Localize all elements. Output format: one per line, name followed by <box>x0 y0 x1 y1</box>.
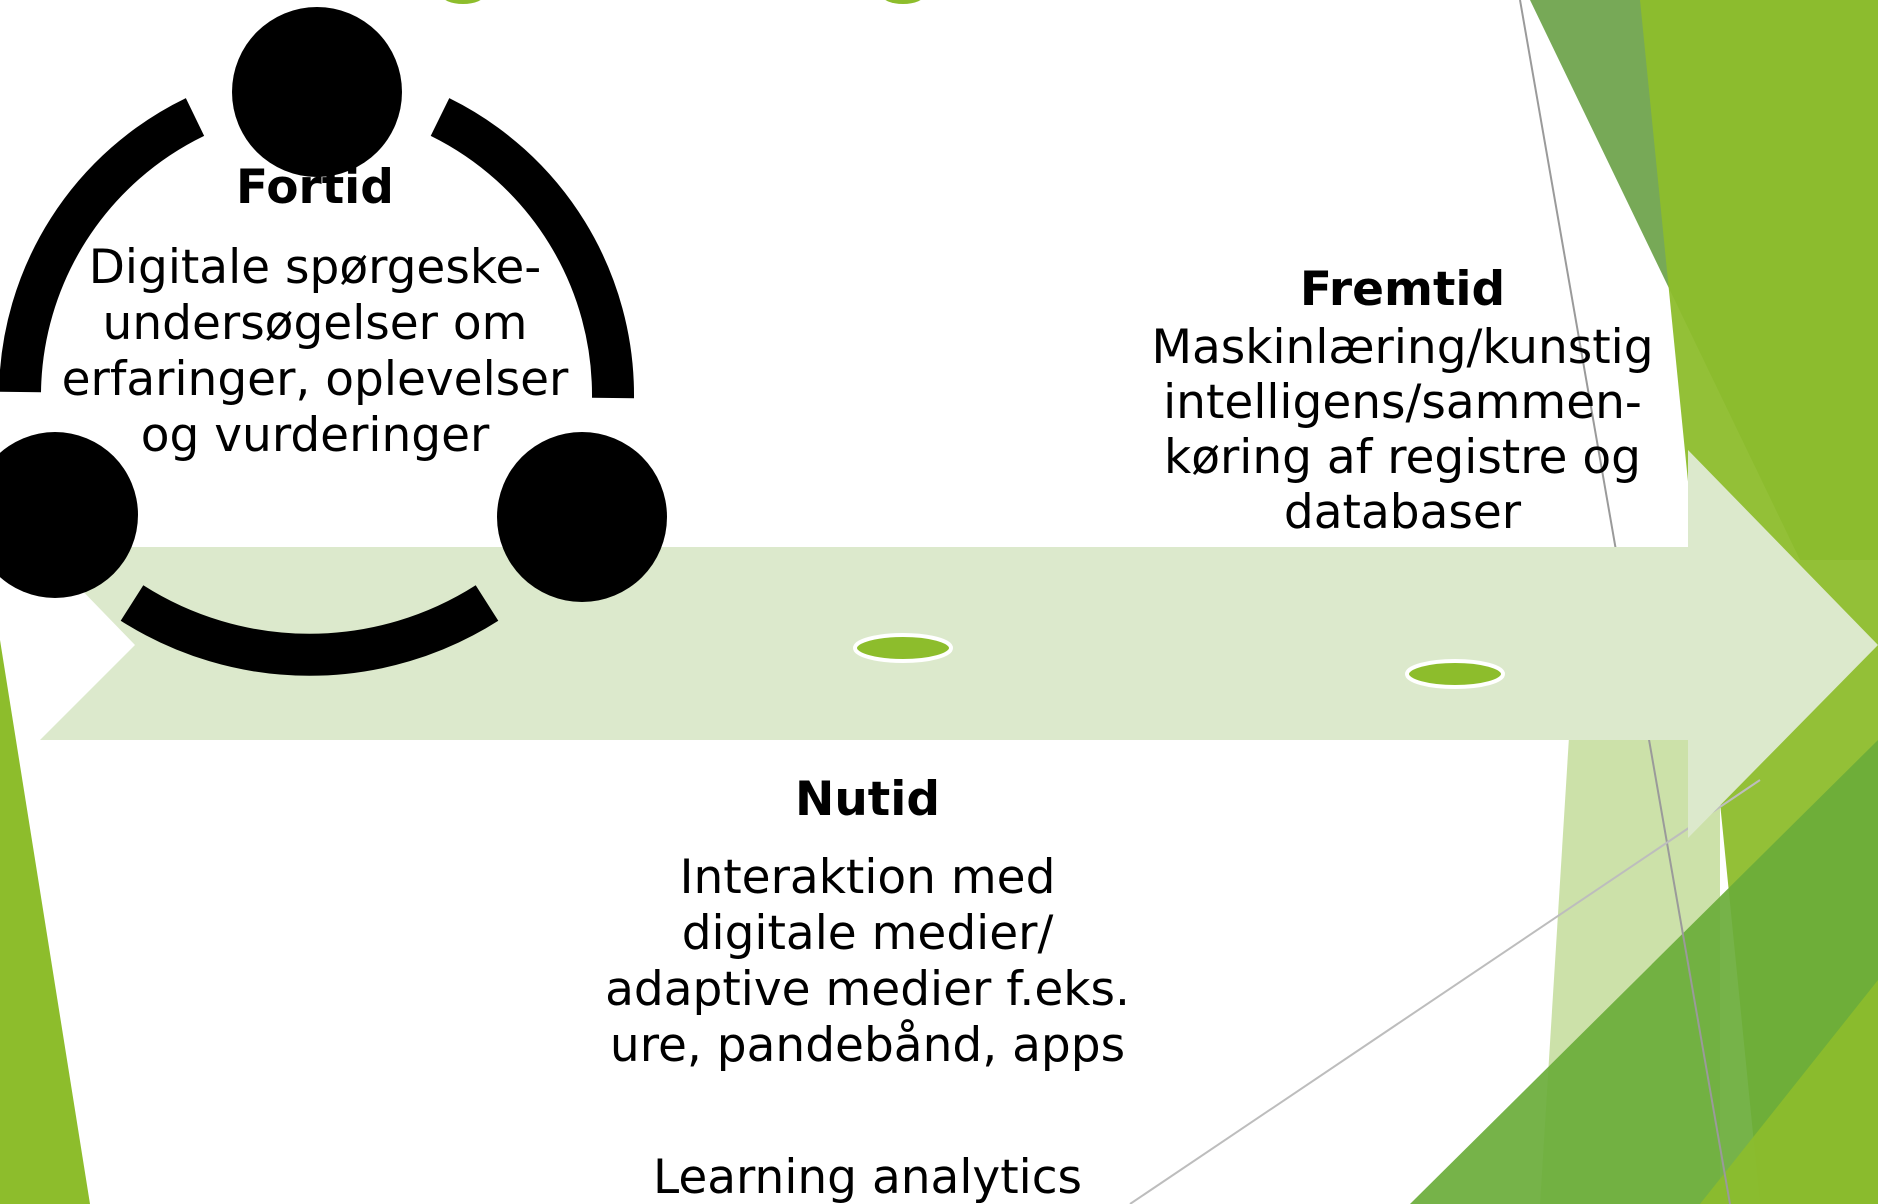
cycle-node-left <box>0 432 138 598</box>
cycle-arc-right <box>430 98 635 399</box>
decor-line-2 <box>1129 779 1761 1204</box>
top-dot-left <box>445 0 481 4</box>
cycle-node-top <box>232 7 402 177</box>
future-heading: Fremtid <box>1299 262 1506 317</box>
timeline-arrow-shape <box>40 450 1878 838</box>
timeline-marker-future <box>1405 659 1505 689</box>
left-facet <box>0 640 90 1204</box>
future-description: Maskinlæring/kunstig intelligens/sammen-… <box>1151 320 1654 540</box>
top-dot-right <box>885 0 921 4</box>
present-heading: Nutid <box>794 772 941 827</box>
cycle-node-right <box>497 432 667 602</box>
right-facet-bottom-light <box>1700 980 1878 1204</box>
cycle-arc-left <box>0 98 205 393</box>
right-facet-bottom <box>1410 740 1878 1204</box>
past-heading: Fortid <box>236 160 394 215</box>
cycle-arc-bottom <box>120 585 499 676</box>
present-extra: Learning analytics <box>652 1150 1083 1204</box>
present-description: Interaktion med digitale medier/ adaptiv… <box>605 850 1130 1073</box>
past-description: Digitale spørgeske-undersøgelser om erfa… <box>61 240 569 463</box>
timeline-marker-present <box>853 633 953 663</box>
